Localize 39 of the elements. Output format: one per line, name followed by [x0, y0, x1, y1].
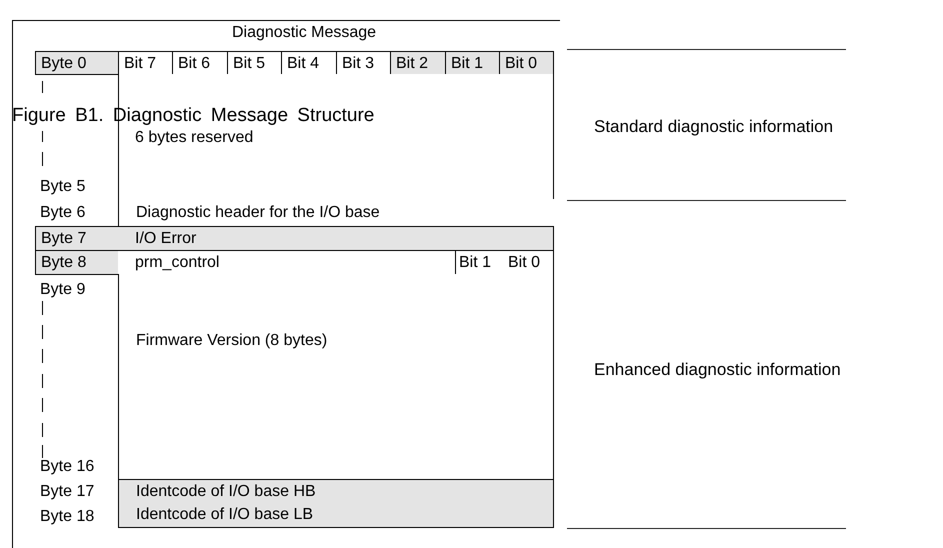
table-cell [35, 250, 119, 275]
cell-label: Bit 7 [124, 55, 156, 73]
byte-label: Byte 5 [40, 178, 86, 196]
table-cell [35, 226, 119, 251]
cell-label: 6 bytes reserved [135, 129, 254, 147]
cell-label: Bit 1 [459, 254, 492, 272]
table-row [118, 503, 554, 528]
cell-label: Identcode of I/O base HB [136, 483, 316, 501]
cell-label: Bit 1 [451, 55, 484, 73]
bit-cell [390, 51, 446, 75]
cell-label: Diagnostic header for the I/O base [136, 204, 380, 222]
side-label: Standard diagnostic information [594, 118, 834, 136]
byte-label: Byte 18 [40, 508, 94, 526]
table-row [118, 479, 554, 504]
cell-label: prm_control [135, 254, 220, 272]
byte-label: Byte 9 [40, 281, 86, 299]
bit-cell [445, 51, 500, 75]
cell-label: Firmware Version (8 bytes) [136, 332, 328, 350]
cell-label: Bit 2 [396, 55, 428, 73]
bit-cell [499, 51, 554, 75]
cell-label: I/O Error [135, 230, 196, 248]
cell-label: Bit 4 [287, 55, 320, 73]
cell-label: Bit 0 [508, 254, 540, 272]
cell-label: Bit 6 [178, 55, 210, 73]
cell-label: Byte 8 [41, 254, 86, 272]
cell-label: Byte 0 [41, 55, 86, 73]
byte-label: Byte 17 [40, 483, 94, 501]
table-row [118, 226, 554, 251]
side-label: Enhanced diagnostic information [594, 361, 841, 379]
byte-label: Byte 6 [40, 204, 86, 222]
title: Diagnostic Message [232, 24, 376, 42]
cell-label: Byte 7 [41, 230, 86, 248]
byte-label: Byte 16 [40, 458, 94, 476]
cell-label: Bit 5 [233, 55, 266, 73]
firmware-block [118, 274, 554, 480]
header-cell [35, 51, 119, 75]
cell-label: Bit 0 [505, 55, 538, 73]
cell-label: Identcode of I/O base LB [136, 506, 314, 524]
cell-label: Bit 3 [342, 55, 374, 73]
